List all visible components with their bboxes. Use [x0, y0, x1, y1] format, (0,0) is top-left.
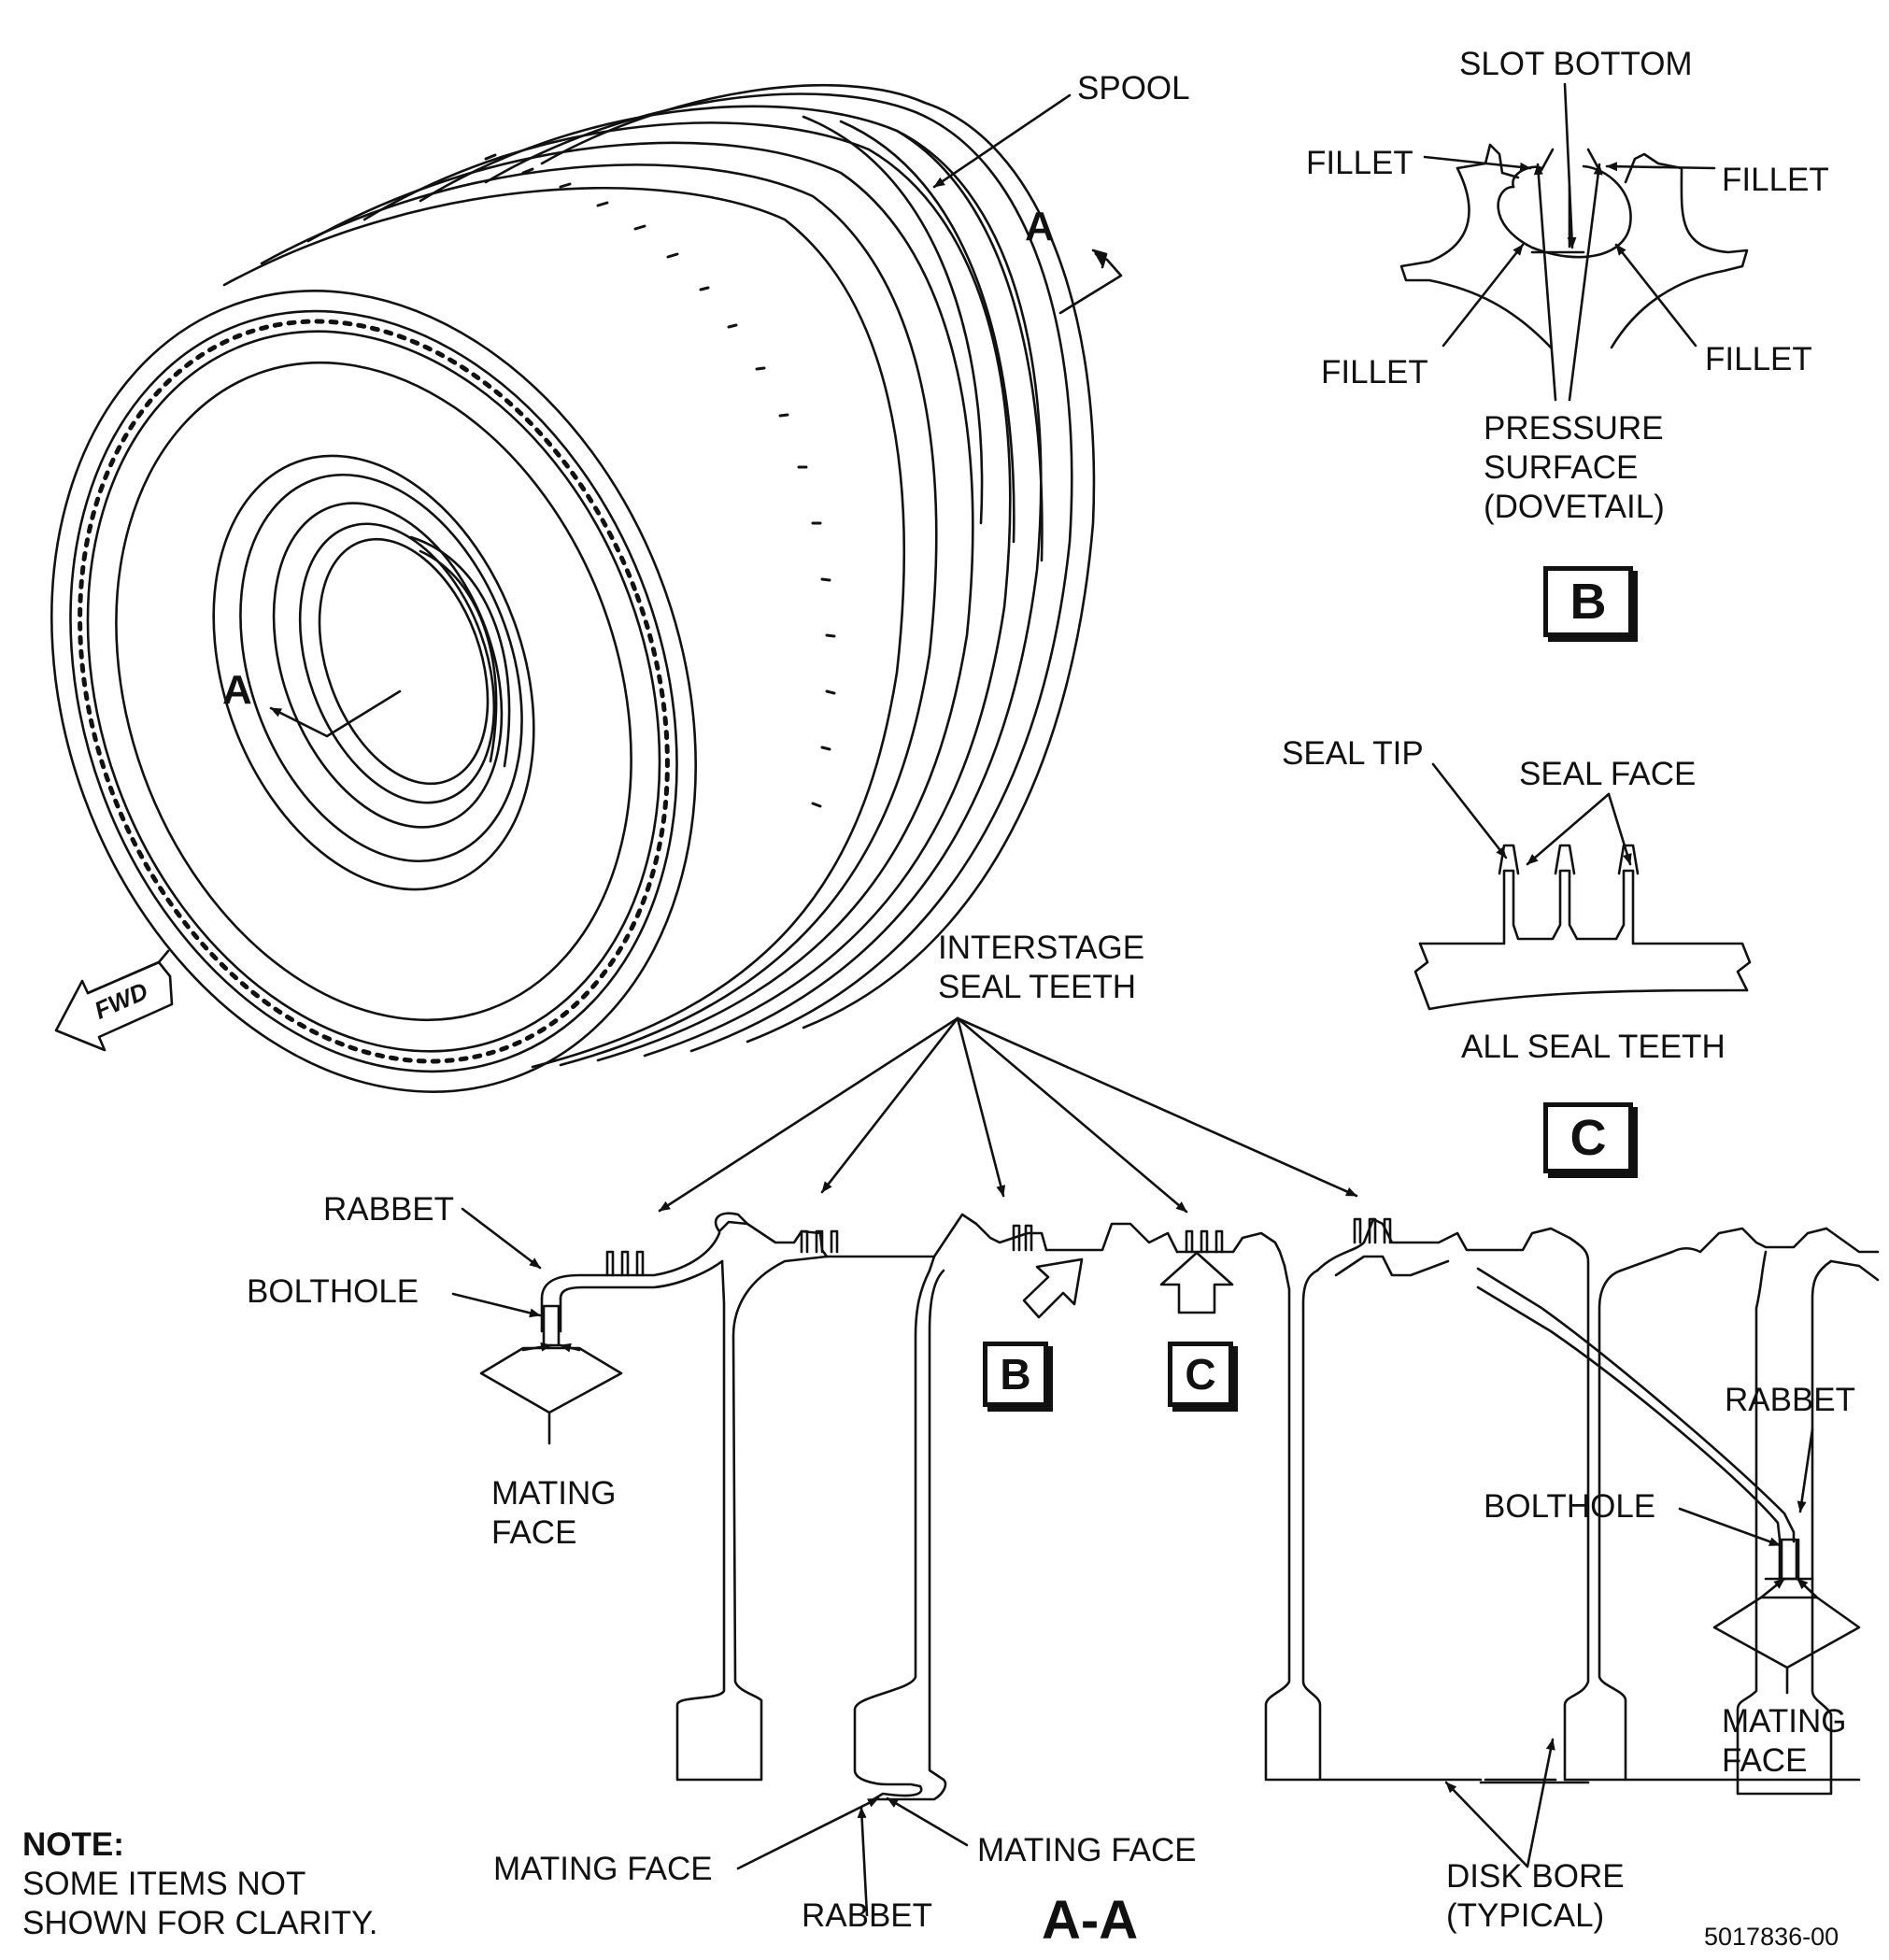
rabbet-bottom-label: RABBET [802, 1897, 933, 1934]
section-arrow-top-label: A [1025, 204, 1055, 249]
pressure-surface-label: PRESSURE SURFACE (DOVETAIL) [1484, 409, 1665, 527]
note-line-2: SHOWN FOR CLARITY. [22, 1905, 378, 1941]
seal-face-label: SEAL FACE [1519, 756, 1697, 792]
fillet-top-right-label: FILLET [1722, 162, 1829, 198]
section-a-a-drawing [451, 1016, 1880, 1917]
mating-face-bottom-left-label: MATING FACE [493, 1851, 713, 1887]
detail-b-drawing [1399, 82, 1749, 402]
mating-face-left-line-1: MATING [491, 1475, 617, 1512]
callout-b-box: B [983, 1342, 1048, 1407]
note-block: NOTE: SOME ITEMS NOT SHOWN FOR CLARITY. [22, 1825, 378, 1943]
detail-c-drawing [1413, 762, 1752, 1011]
disk-bore-line-2: (TYPICAL) [1446, 1897, 1605, 1934]
spool-slots [484, 153, 836, 808]
bolthole-right-label: BOLTHOLE [1484, 1488, 1656, 1525]
spool-face [50, 290, 697, 1093]
note-line-1: SOME ITEMS NOT [22, 1866, 306, 1902]
figure-number: 5017836-00 [1704, 1923, 1839, 1951]
detail-b-box: B [1543, 566, 1633, 637]
fwd-arrow-icon [54, 949, 174, 1052]
disk-bore-label: DISK BORE (TYPICAL) [1446, 1857, 1625, 1936]
interstage-seal-teeth-line-2: SEAL TEETH [938, 969, 1137, 1005]
note-title: NOTE: [22, 1826, 124, 1863]
spool-label: SPOOL [1077, 70, 1190, 107]
pressure-surface-line-2: SURFACE [1484, 449, 1639, 486]
mating-face-right-line-1: MATING [1722, 1703, 1847, 1740]
mating-face-left-line-2: FACE [491, 1514, 577, 1551]
view-arrow-b-icon [1022, 1257, 1084, 1319]
section-arrow-left [269, 689, 402, 738]
disk-bore-line-1: DISK BORE [1446, 1858, 1625, 1895]
slot-bottom-label: SLOT BOTTOM [1459, 46, 1693, 82]
fillet-bottom-right-label: FILLET [1705, 341, 1812, 377]
interstage-seal-teeth-line-1: INTERSTAGE [938, 930, 1145, 966]
view-arrow-c-icon [1159, 1251, 1234, 1314]
section-leaders [451, 1016, 1819, 1917]
fillet-bottom-left-label: FILLET [1321, 354, 1428, 391]
section-arrow-top [1058, 252, 1123, 315]
detail-c-box: C [1543, 1102, 1633, 1173]
mating-face-right-line-2: FACE [1722, 1742, 1808, 1779]
mating-face-right-diamond [1712, 1596, 1861, 1695]
pressure-surface-line-1: PRESSURE [1484, 410, 1664, 447]
section-a-a-title: A-A [1042, 1890, 1139, 1951]
section-seal-teeth [605, 1217, 1392, 1277]
spool-rings [222, 83, 1096, 1069]
fillet-top-left-label: FILLET [1306, 145, 1413, 181]
section-arrow-left-label: A [222, 667, 252, 713]
mating-face-left-label: MATING FACE [491, 1474, 617, 1553]
seal-tip-label: SEAL TIP [1282, 735, 1424, 772]
spool-leader [932, 93, 1072, 189]
mating-face-left-diamond [479, 1346, 623, 1445]
mating-face-right-label: MATING FACE [1722, 1702, 1847, 1781]
mating-face-bottom-right-label: MATING FACE [977, 1832, 1197, 1868]
rabbet-right-label: RABBET [1725, 1382, 1856, 1418]
rabbet-left-label: RABBET [323, 1191, 455, 1228]
pressure-surface-line-3: (DOVETAIL) [1484, 489, 1665, 525]
all-seal-teeth-label: ALL SEAL TEETH [1461, 1029, 1726, 1065]
spool-isometric [50, 83, 1123, 1093]
interstage-seal-teeth-label: INTERSTAGE SEAL TEETH [938, 929, 1144, 1007]
callout-c-box: C [1168, 1342, 1233, 1407]
bolthole-left-label: BOLTHOLE [247, 1273, 419, 1310]
